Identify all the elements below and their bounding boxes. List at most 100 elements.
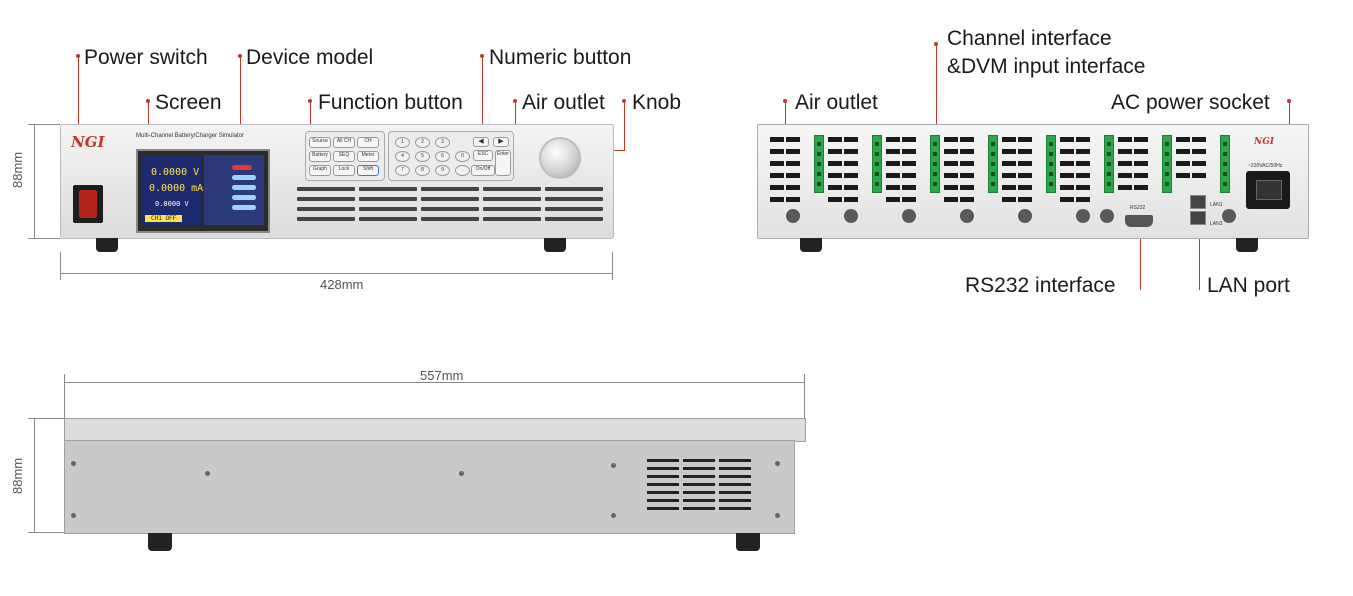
enter-button[interactable]: Enter bbox=[495, 150, 511, 176]
leader-air-outlet-rear bbox=[785, 101, 786, 141]
side-vent-slot bbox=[647, 467, 679, 470]
lan1-jack[interactable] bbox=[1190, 195, 1206, 209]
rear-vent bbox=[1118, 173, 1132, 178]
rear-vent bbox=[844, 185, 858, 190]
side-vent-slot bbox=[719, 499, 751, 502]
numeric-button-5[interactable]: 5 bbox=[415, 151, 430, 162]
rear-vent bbox=[902, 149, 916, 154]
rear-vent bbox=[1002, 149, 1016, 154]
rear-vent bbox=[944, 185, 958, 190]
left-arrow-icon[interactable]: ◀ bbox=[473, 137, 489, 147]
rear-vent bbox=[786, 185, 800, 190]
rear-vent bbox=[770, 185, 784, 190]
leader-dot bbox=[513, 99, 517, 103]
numeric-button-4[interactable]: 4 bbox=[395, 151, 410, 162]
rear-panel: RS232 LAN1 LAN2 NGI ~220VAC/50Hz bbox=[757, 124, 1309, 239]
screen-settings-panel bbox=[204, 155, 264, 225]
screen-current: 0.0000 mA bbox=[149, 183, 204, 194]
power-rocker[interactable] bbox=[79, 190, 97, 218]
side-vent-slot bbox=[683, 499, 715, 502]
numeric-button-7[interactable]: 7 bbox=[395, 165, 410, 176]
screw bbox=[611, 513, 616, 518]
function-button-shift[interactable]: Shift bbox=[357, 165, 379, 176]
numeric-button-9[interactable]: 9 bbox=[435, 165, 450, 176]
rear-vent bbox=[960, 161, 974, 166]
esc-button[interactable]: ESC bbox=[473, 150, 493, 161]
rear-vent bbox=[786, 149, 800, 154]
function-button-battery[interactable]: Battery bbox=[309, 151, 331, 162]
callout-lan-port: LAN port bbox=[1207, 274, 1290, 297]
function-button-all-ch[interactable]: All CH bbox=[333, 137, 355, 148]
vent-slot bbox=[483, 207, 541, 211]
right-arrow-icon[interactable]: ▶ bbox=[493, 137, 509, 147]
on-off-button[interactable]: On/Off bbox=[471, 165, 495, 176]
rear-vent bbox=[1118, 149, 1132, 154]
dimension-line bbox=[28, 418, 64, 419]
leader-lan-port bbox=[1199, 206, 1200, 290]
channel-badge bbox=[1018, 209, 1032, 223]
knob[interactable] bbox=[539, 137, 581, 179]
rear-vent bbox=[1060, 137, 1074, 142]
rear-vent bbox=[1134, 173, 1148, 178]
numeric-button-dot[interactable]: . bbox=[455, 165, 470, 176]
channel-terminal[interactable] bbox=[1046, 135, 1056, 193]
dimension-line bbox=[28, 238, 60, 239]
rear-vent bbox=[960, 197, 974, 202]
dimension-line bbox=[28, 124, 60, 125]
rs232-connector[interactable] bbox=[1125, 215, 1153, 227]
side-vent-slot bbox=[683, 491, 715, 494]
rear-vent bbox=[1060, 185, 1074, 190]
channel-terminal[interactable] bbox=[872, 135, 882, 193]
channel-badge bbox=[1076, 209, 1090, 223]
numeric-button-2[interactable]: 2 bbox=[415, 137, 430, 148]
ac-power-socket[interactable] bbox=[1246, 171, 1290, 209]
vent-slot bbox=[545, 207, 603, 211]
channel-badge bbox=[960, 209, 974, 223]
numeric-button-0[interactable]: 0 bbox=[455, 151, 470, 162]
vent-slot bbox=[545, 217, 603, 221]
rear-vent bbox=[1076, 197, 1090, 202]
channel-terminal[interactable] bbox=[1162, 135, 1172, 193]
function-button-seq[interactable]: SEQ bbox=[333, 151, 355, 162]
power-switch[interactable] bbox=[73, 185, 103, 223]
channel-terminal[interactable] bbox=[988, 135, 998, 193]
function-button-meter[interactable]: Meter bbox=[357, 151, 379, 162]
channel-terminal[interactable] bbox=[814, 135, 824, 193]
rear-vent bbox=[944, 197, 958, 202]
function-button-ch[interactable]: CH bbox=[357, 137, 379, 148]
vent-slot bbox=[359, 207, 417, 211]
channel-terminal[interactable] bbox=[1104, 135, 1114, 193]
leader-dot bbox=[76, 54, 80, 58]
function-button-graph[interactable]: Graph bbox=[309, 165, 331, 176]
screw bbox=[459, 471, 464, 476]
side-vent-slot bbox=[647, 483, 679, 486]
rear-vent bbox=[1118, 185, 1132, 190]
leader-function-button bbox=[310, 101, 311, 143]
front-width-dimension: 428mm bbox=[320, 277, 364, 292]
channel-terminal[interactable] bbox=[930, 135, 940, 193]
side-vent-slot bbox=[647, 491, 679, 494]
function-button-source[interactable]: Source bbox=[309, 137, 331, 148]
leader-dot bbox=[1287, 99, 1291, 103]
side-length-dimension: 557mm bbox=[420, 368, 464, 383]
callout-screen: Screen bbox=[155, 91, 222, 114]
lan2-jack[interactable] bbox=[1190, 211, 1206, 225]
rear-vent bbox=[1002, 173, 1016, 178]
side-vent-slot bbox=[719, 467, 751, 470]
function-button-lock[interactable]: Lock bbox=[333, 165, 355, 176]
front-height-dimension: 88mm bbox=[10, 151, 25, 188]
callout-numeric-button: Numeric button bbox=[489, 46, 632, 69]
screen-chip bbox=[232, 165, 252, 170]
device-foot bbox=[800, 238, 822, 252]
rear-vent bbox=[770, 197, 784, 202]
numeric-button-8[interactable]: 8 bbox=[415, 165, 430, 176]
rear-vent bbox=[960, 185, 974, 190]
side-vent-slot bbox=[683, 467, 715, 470]
numeric-button-1[interactable]: 1 bbox=[395, 137, 410, 148]
numeric-button-6[interactable]: 6 bbox=[435, 151, 450, 162]
rear-vent bbox=[844, 197, 858, 202]
numeric-button-3[interactable]: 3 bbox=[435, 137, 450, 148]
rear-vent bbox=[1002, 185, 1016, 190]
side-vent-slot bbox=[647, 499, 679, 502]
channel-terminal[interactable] bbox=[1220, 135, 1230, 193]
